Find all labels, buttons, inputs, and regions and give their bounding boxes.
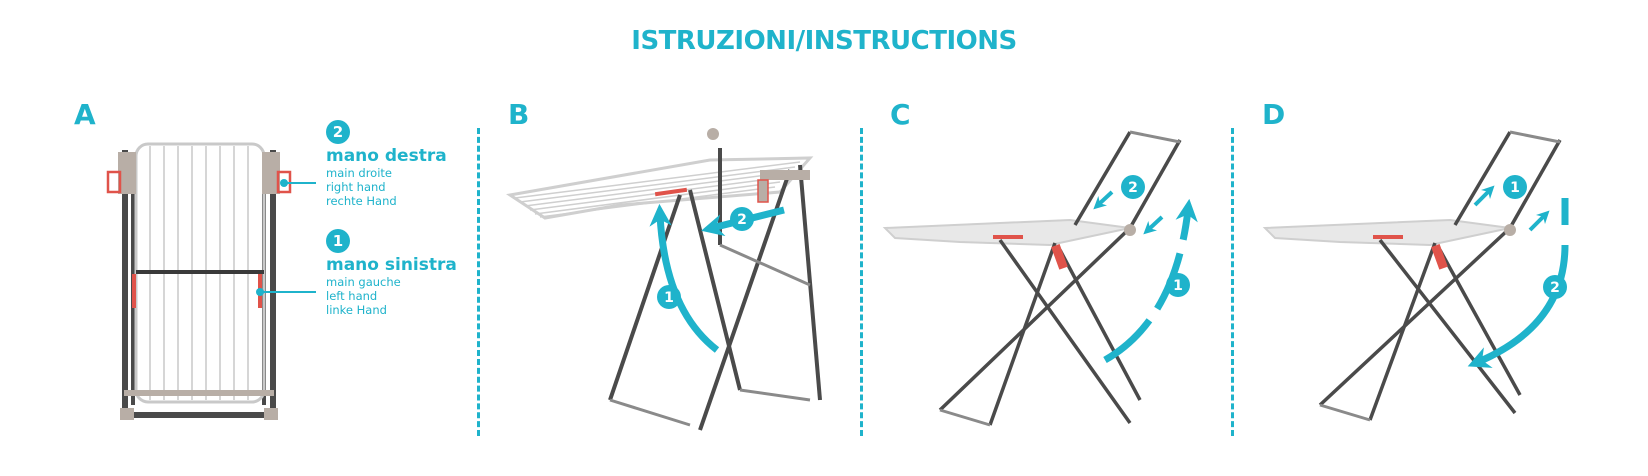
legend-label: mano destra <box>326 146 447 166</box>
legend-label: mano sinistra <box>326 255 457 275</box>
step-badge: 1 <box>326 229 350 253</box>
step-badge: 2 <box>326 120 350 144</box>
drying-rack-unfolding: 1 2 <box>506 128 822 431</box>
step-number: 1 <box>664 290 674 306</box>
legend-translation: rechte Hand <box>326 194 397 208</box>
legend-pointer-lines <box>256 179 316 296</box>
divider-cd <box>1231 128 1234 436</box>
panel-label-d: D <box>1262 98 1286 131</box>
legend-translation: right hand <box>326 180 386 194</box>
panel-label-c: C <box>890 98 911 131</box>
step-number: 2 <box>737 212 747 228</box>
legend-translation: main gauche <box>326 275 401 289</box>
divider-bc <box>860 128 863 436</box>
legend-translation: linke Hand <box>326 303 387 317</box>
step-number: 1 <box>1173 278 1183 294</box>
step-number: 2 <box>1550 280 1560 296</box>
divider-ab <box>477 128 480 436</box>
step-number: 2 <box>1128 180 1138 196</box>
panel-label-b: B <box>508 98 530 131</box>
panel-label-a: A <box>74 98 96 131</box>
legend-translation: left hand <box>326 289 378 303</box>
legend-left-hand: 1 mano sinistra main gauche left hand li… <box>326 229 457 317</box>
step-number: 1 <box>1510 180 1520 196</box>
legend-translation: main droite <box>326 166 392 180</box>
drying-rack-top-view <box>106 142 292 420</box>
page-title: ISTRUZIONI/INSTRUCTIONS <box>631 26 1017 56</box>
legend-right-hand: 2 mano destra main droite right hand rec… <box>326 120 447 208</box>
drying-rack-wing-raise: 1 2 <box>882 130 1198 427</box>
drying-rack-wing-fold: 1 2 <box>1262 130 1569 422</box>
